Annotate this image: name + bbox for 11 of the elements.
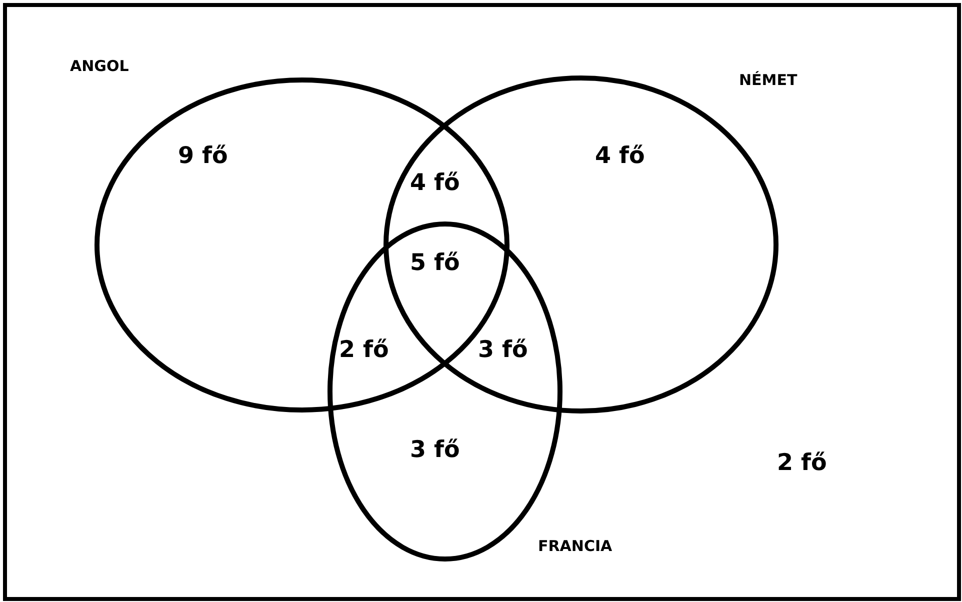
set-label: NÉMET: [739, 71, 798, 89]
region-count: 4 fő: [410, 170, 460, 196]
region-count: 2 fő: [777, 450, 827, 476]
region-count: 2 fő: [339, 337, 389, 363]
region-count: 5 fő: [410, 250, 460, 276]
set-label: FRANCIA: [538, 537, 612, 555]
region-count: 3 fő: [410, 437, 460, 463]
region-count: 4 fő: [595, 143, 645, 169]
region-count: 9 fő: [178, 143, 228, 169]
set-label: ANGOL: [70, 57, 129, 75]
region-count: 3 fő: [478, 337, 528, 363]
